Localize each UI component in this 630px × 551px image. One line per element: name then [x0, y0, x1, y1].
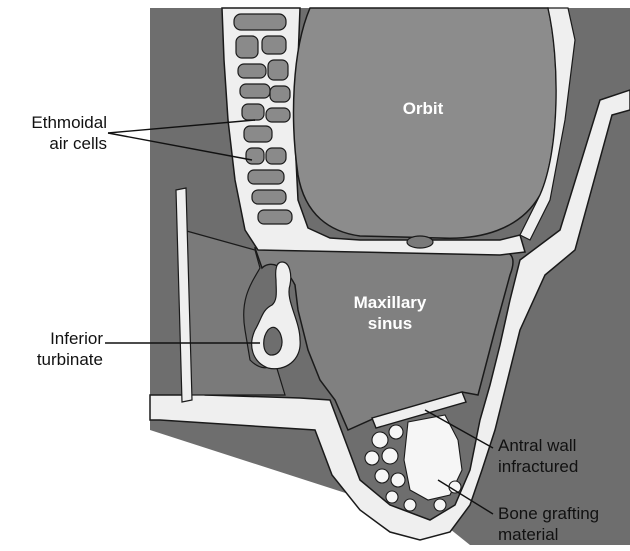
- graft-label-line2: material: [498, 524, 628, 545]
- ethmoidal-label-line2: air cells: [11, 133, 107, 154]
- orbit-label: Orbit: [388, 98, 458, 119]
- graft-chip: [382, 448, 398, 464]
- maxillary-sinus-label-line1: Maxillary: [340, 292, 440, 313]
- graft-chip: [386, 491, 398, 503]
- air-cell: [258, 210, 292, 224]
- ethmoidal-air-cells-label: Ethmoidal air cells: [11, 112, 107, 154]
- ethmoidal-label-line1: Ethmoidal: [11, 112, 107, 133]
- air-cell: [270, 86, 290, 102]
- air-cell: [244, 126, 272, 142]
- air-cell: [266, 148, 286, 164]
- maxillary-sinus-label: Maxillary sinus: [340, 292, 440, 334]
- antral-wall-label: Antral wall infractured: [498, 435, 628, 477]
- graft-chip: [434, 499, 446, 511]
- inferior-label-line2: turbinate: [11, 349, 103, 370]
- bone-graft-label: Bone grafting material: [498, 503, 628, 545]
- antral-label-line1: Antral wall: [498, 435, 628, 456]
- air-cell: [238, 64, 266, 78]
- graft-label-line1: Bone grafting: [498, 503, 628, 524]
- air-cell: [234, 14, 286, 30]
- graft-chip: [365, 451, 379, 465]
- air-cell: [268, 60, 288, 80]
- air-cell: [262, 36, 286, 54]
- air-cell: [240, 84, 270, 98]
- maxillary-sinus-label-line2: sinus: [340, 313, 440, 334]
- air-cell: [236, 36, 258, 58]
- infraorbital-canal: [407, 236, 433, 248]
- graft-chip: [404, 499, 416, 511]
- graft-chip: [372, 432, 388, 448]
- graft-chip: [389, 425, 403, 439]
- antral-label-line2: infractured: [498, 456, 628, 477]
- air-cell: [242, 104, 264, 120]
- air-cell: [266, 108, 290, 122]
- graft-chip: [375, 469, 389, 483]
- air-cell: [246, 148, 264, 164]
- air-cell: [248, 170, 284, 184]
- orbit: [294, 8, 557, 238]
- graft-chip: [391, 473, 405, 487]
- inferior-turbinate-label: Inferior turbinate: [11, 328, 103, 370]
- inferior-label-line1: Inferior: [11, 328, 103, 349]
- air-cell: [252, 190, 286, 204]
